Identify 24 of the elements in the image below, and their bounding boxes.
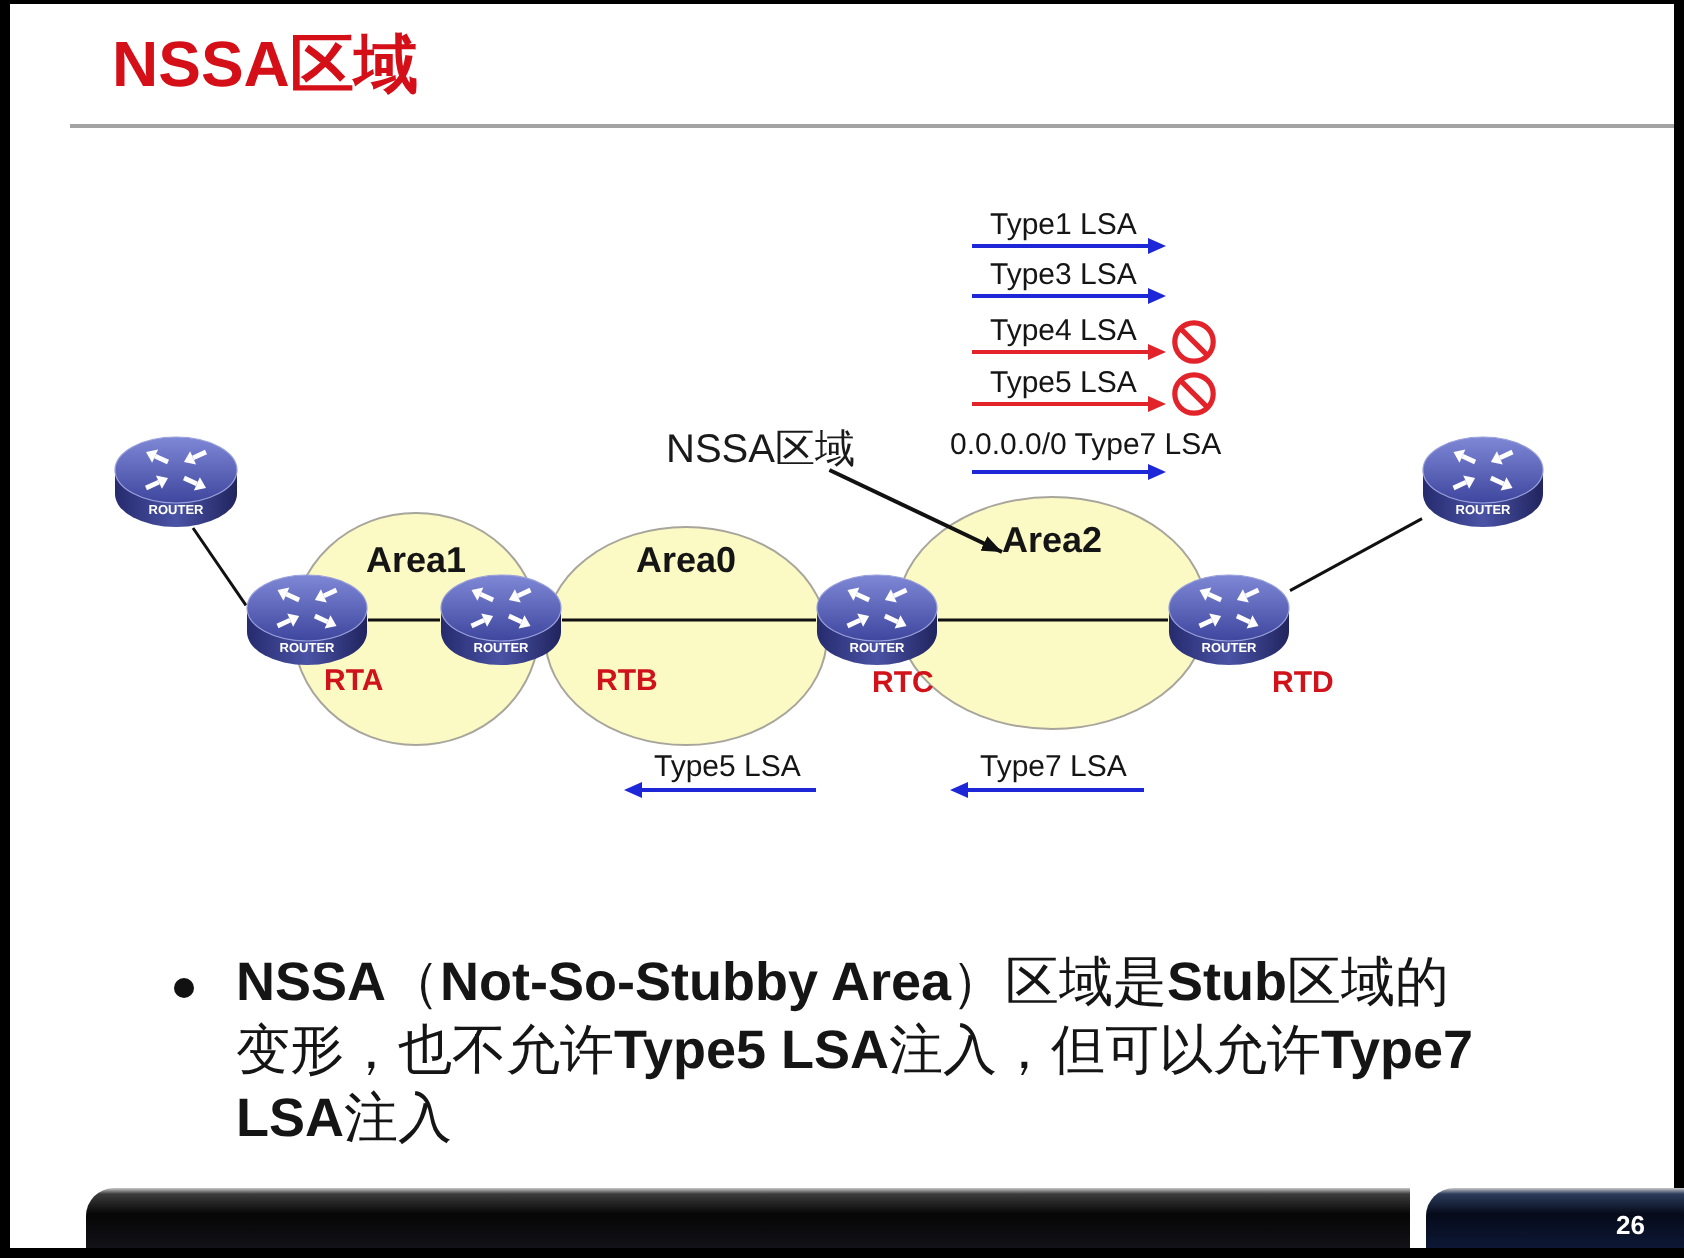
router-name: RTB bbox=[596, 666, 658, 696]
bullet-text: NSSA（Not-So-Stubby Area）区域是Stub区域的变形，也不允许Type5 LSA注入，但可以允许Type7 LSA注入 bbox=[236, 950, 1476, 1152]
area-label: Area2 bbox=[1001, 522, 1103, 558]
link-line bbox=[562, 618, 816, 622]
router-name: RTA bbox=[324, 666, 384, 696]
router-name: RTD bbox=[1272, 668, 1334, 698]
router-name: RTC bbox=[872, 668, 934, 698]
lsa-label: Type4 LSA bbox=[990, 316, 1137, 346]
leader-arrow bbox=[828, 468, 1003, 554]
link-line bbox=[1289, 517, 1423, 592]
lsa-label: Type1 LSA bbox=[990, 210, 1137, 240]
area-label: Area1 bbox=[365, 542, 467, 578]
lsa-label: Type3 LSA bbox=[990, 260, 1137, 290]
lsa-label: 0.0.0.0/0 Type7 LSA bbox=[950, 430, 1222, 460]
lsa-label: Type7 LSA bbox=[980, 752, 1127, 782]
lsa-label: Type5 LSA bbox=[654, 752, 801, 782]
link-line bbox=[368, 618, 440, 622]
area-label: Area0 bbox=[635, 542, 737, 578]
slide-title: NSSA区域 bbox=[112, 32, 418, 96]
callout-label: NSSA区域 bbox=[666, 430, 855, 470]
link-line bbox=[938, 618, 1168, 622]
lsa-label: Type5 LSA bbox=[990, 368, 1137, 398]
link-line bbox=[191, 527, 248, 607]
page-number: 26 bbox=[1616, 1212, 1645, 1238]
